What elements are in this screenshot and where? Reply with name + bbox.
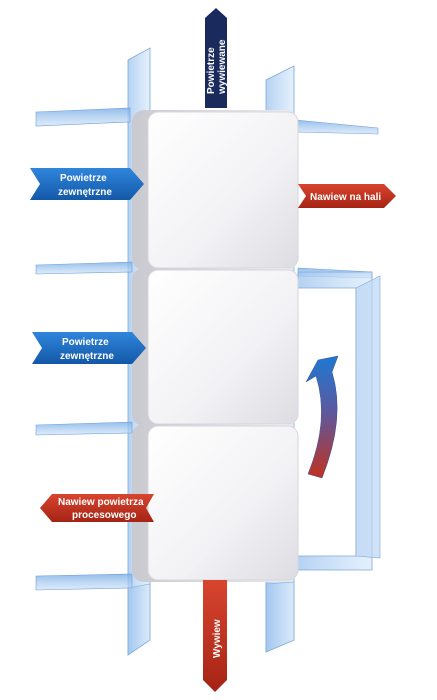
exhaust-air-arrow-top: Powietrze wywiewane	[205, 8, 228, 108]
hall-supply-label: Nawiew na hali	[310, 192, 381, 203]
outdoor-air-arrow-1: Powietrze zewnętrzne	[30, 168, 144, 200]
outdoor-air-2-line2: zewnętrzne	[60, 351, 114, 362]
left-duct-bottom-front	[127, 583, 151, 656]
process-air-line2: procesowego	[72, 510, 136, 521]
recirculation-curved-arrow	[305, 355, 339, 479]
process-air-supply-arrow: Nawiew powietrza procesowego	[40, 494, 154, 522]
outdoor-air-2-line1: Powietrze	[62, 337, 109, 348]
outdoor-air-arrow-2: Powietrze zewnętrzne	[32, 332, 146, 364]
module-middle	[132, 268, 299, 426]
module-top	[132, 110, 299, 270]
exhaust-air-label-line2: wywiewane	[217, 39, 228, 95]
outdoor-air-1-line1: Powietrze	[60, 173, 107, 184]
duct-shelf-bottom	[35, 573, 133, 591]
bypass-duct	[297, 271, 381, 571]
right-duct-bottom-front	[265, 581, 295, 653]
duct-shelf-middle-2	[35, 421, 133, 436]
hall-supply-arrow: Nawiew na hali	[298, 184, 396, 208]
exhaust-air-label-line1: Powietrze	[206, 47, 217, 94]
process-air-line1: Nawiew powietrza	[58, 497, 144, 508]
exhaust-bottom-label: Wywiew	[212, 619, 223, 658]
exhaust-arrow-bottom: Wywiew	[203, 580, 227, 692]
module-bottom	[132, 424, 299, 582]
outdoor-air-1-line2: zewnętrzne	[58, 187, 112, 198]
